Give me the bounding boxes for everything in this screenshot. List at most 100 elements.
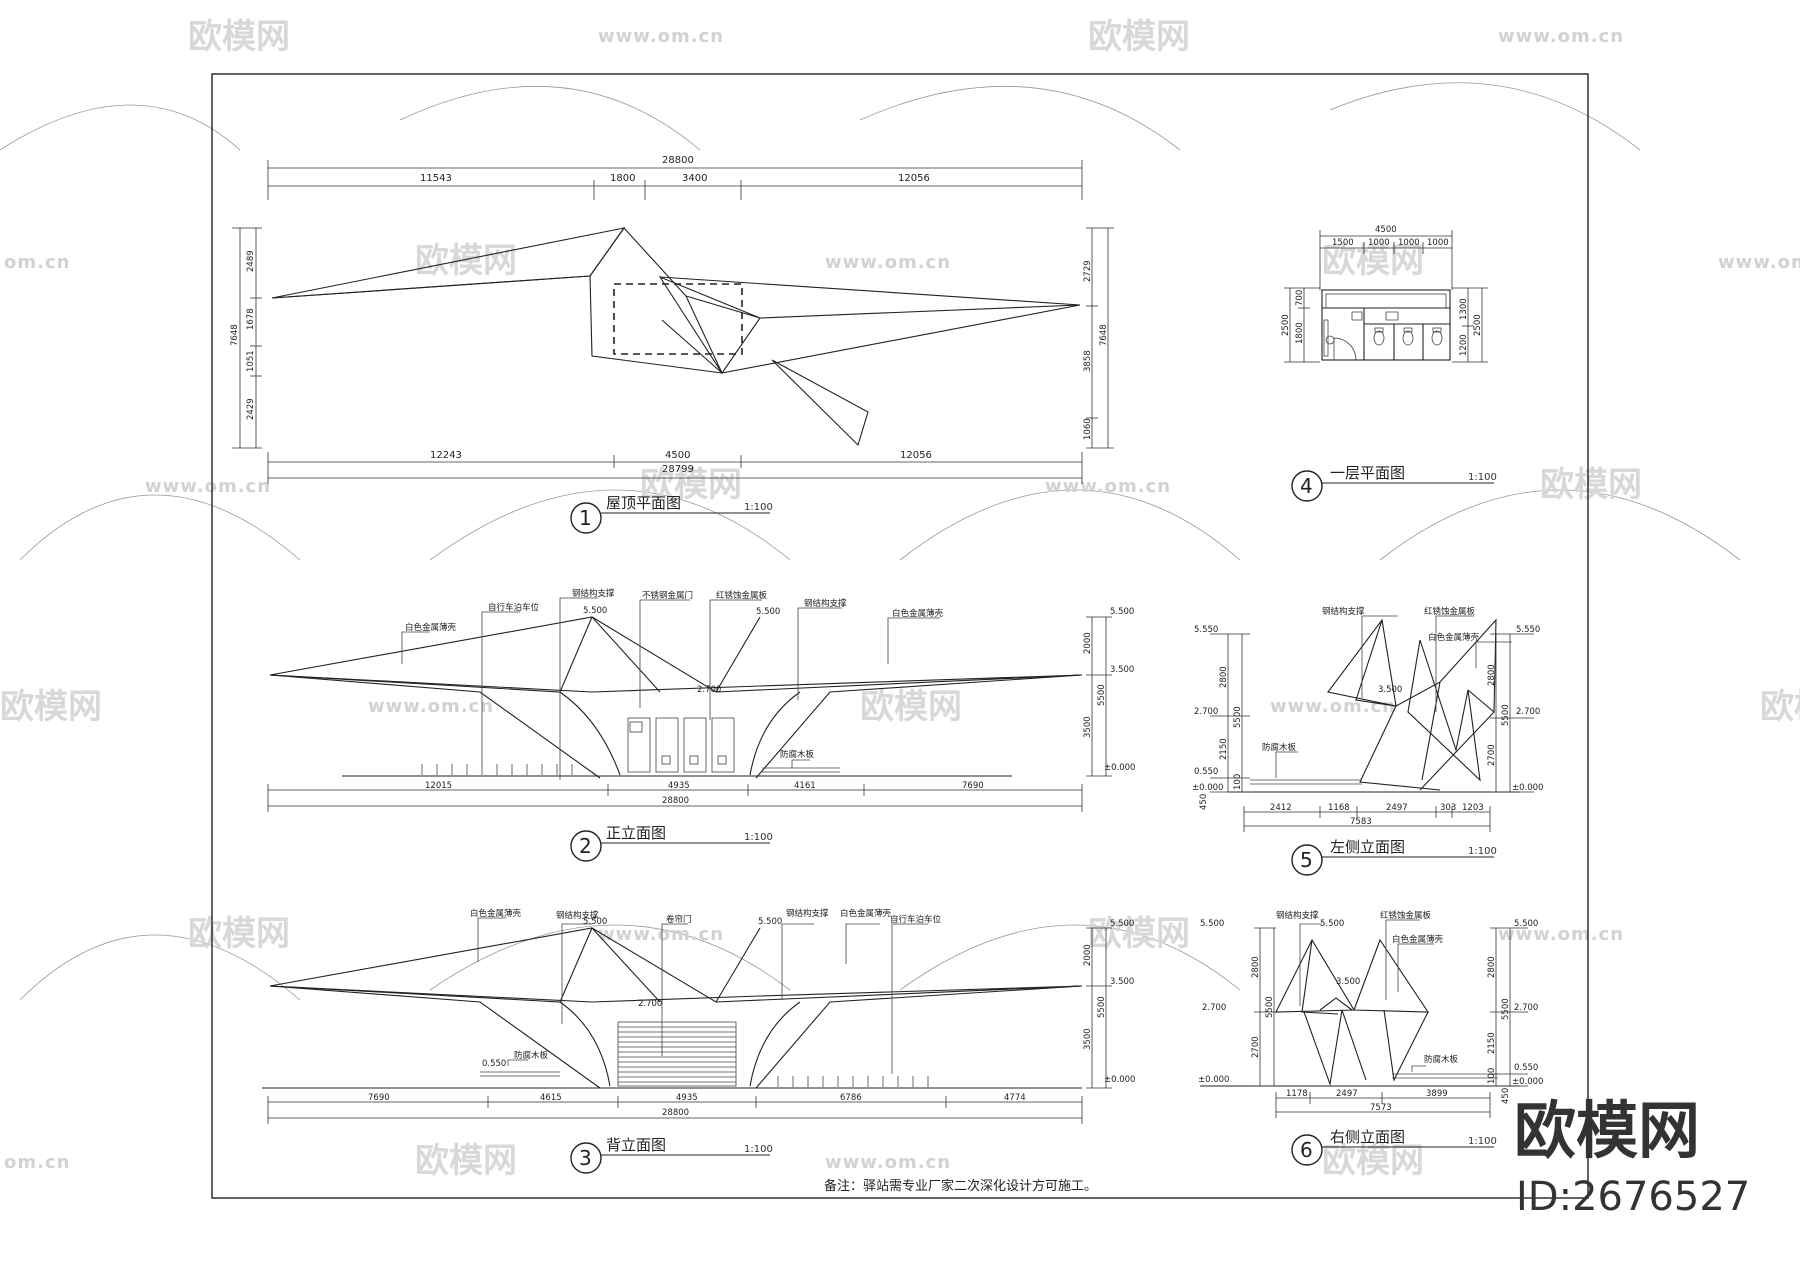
label-stainless-door: 不锈钢金属门 (642, 590, 693, 601)
watermarks: 欧模网 www.om.cn 欧模网 www.om.cn om.cn 欧模网 ww… (0, 17, 1800, 1181)
dim-bottom-seg: 4774 (1004, 1093, 1026, 1103)
level-mark: 3.500 (1336, 977, 1360, 987)
dim-bottom-seg: 1203 (1462, 803, 1484, 813)
dim-vertical: 5500 (1265, 996, 1275, 1018)
view-scale: 1:100 (744, 502, 773, 513)
view-title: 背立面图 (606, 1136, 666, 1154)
dim-vertical: 5500 (1501, 998, 1511, 1020)
dim-bottom-seg: 3899 (1426, 1089, 1448, 1099)
watermark-brand: 欧模网 (1540, 465, 1642, 505)
dim-bottom-seg: 6786 (840, 1093, 862, 1103)
front-elevation: 白色金属薄壳 自行车泊车位 钢结构支撑 不锈钢金属门 红锈蚀金属板 钢结构支撑 … (267, 588, 1135, 862)
level-mark: 5.500 (583, 917, 607, 927)
dim-bottom-seg: 2497 (1386, 803, 1408, 813)
watermark-url: www.om.cn (1498, 924, 1624, 945)
dim-right-seg: 1060 (1083, 418, 1093, 440)
dim-bottom-seg: 2412 (1270, 803, 1292, 813)
dim-left-seg: 1051 (246, 350, 256, 372)
watermark-brand: 欧模网 (415, 1141, 517, 1181)
view-scale: 1:100 (1468, 472, 1497, 483)
label-steel-support: 钢结构支撑 (556, 910, 599, 921)
dim-vertical: 2700 (1251, 1036, 1261, 1058)
level-mark: 5.500 (1514, 919, 1538, 929)
watermark-brand: 欧模网 (1088, 914, 1190, 954)
level-mark: ±0.000 (1512, 783, 1543, 793)
label-white-shell: 白色金属薄壳 (892, 608, 944, 619)
watermark-url: www.om.cn (825, 252, 951, 273)
level-mark: 3.500 (1110, 665, 1134, 675)
watermark-brand: 欧模网 (640, 465, 742, 505)
dim-bottom-seg: 4615 (540, 1093, 562, 1103)
watermark-brand: 欧模网 (1088, 17, 1190, 57)
view-number: 4 (1300, 474, 1313, 498)
dim-small: 450 (1199, 794, 1209, 810)
view-scale: 1:100 (1468, 846, 1497, 857)
dim-top-total: 4500 (1375, 225, 1397, 235)
level-mark: 5.500 (758, 917, 782, 927)
watermark-url: www.om.cn (598, 26, 724, 47)
dim-small: 450 (1501, 1088, 1511, 1104)
dim-right-seg: 3858 (1083, 350, 1093, 372)
brand-name: 欧模网 (1514, 1094, 1700, 1167)
dim-left-seg: 2429 (246, 398, 256, 420)
label-white-shell: 白色金属薄壳 (405, 622, 457, 633)
sheet-frame (211, 73, 1589, 1199)
label-bike-parking: 自行车泊车位 (890, 914, 942, 925)
dim-bottom-seg: 4935 (676, 1093, 698, 1103)
label-wood-board: 防腐木板 (780, 749, 815, 760)
dim-vertical: 100 (1487, 1068, 1497, 1084)
view-number: 1 (579, 506, 592, 530)
dim-bottom-total: 28800 (662, 1108, 689, 1118)
dim-right-total: 7648 (1099, 324, 1109, 346)
level-mark: 5.500 (1200, 919, 1224, 929)
dim-left-seg: 1800 (1295, 322, 1305, 344)
dim-bottom-total: 7583 (1350, 817, 1372, 827)
dim-vertical: 3500 (1083, 716, 1093, 738)
brand-id: ID:2676527 (1516, 1174, 1750, 1220)
view-number: 5 (1300, 848, 1313, 872)
dim-top-seg: 11543 (420, 173, 452, 184)
dim-bottom-seg: 4935 (668, 781, 690, 791)
dim-right-total: 2500 (1473, 314, 1483, 336)
dim-vertical: 5500 (1097, 996, 1107, 1018)
dim-bottom-seg: 7690 (368, 1093, 390, 1103)
level-mark: 2.700 (1194, 707, 1218, 717)
level-mark: 2.700 (697, 685, 721, 695)
dim-bottom-seg: 303 (1440, 803, 1456, 813)
label-white-shell: 白色金属薄壳 (470, 908, 522, 919)
level-mark: 5.500 (1320, 919, 1344, 929)
view-scale: 1:100 (1468, 1136, 1497, 1147)
level-mark: 2.700 (1516, 707, 1540, 717)
dim-top-seg: 1800 (610, 173, 635, 184)
label-wood-board: 防腐木板 (1262, 742, 1297, 753)
watermark-url: www.om.cn (1498, 26, 1624, 47)
dim-bottom-seg: 7690 (962, 781, 984, 791)
label-wood-board: 防腐木板 (1424, 1054, 1459, 1065)
dim-vertical: 2800 (1487, 956, 1497, 978)
label-rust-panel: 红锈蚀金属板 (716, 590, 768, 601)
dim-vertical: 5500 (1097, 684, 1107, 706)
dim-top-total: 28800 (662, 155, 694, 166)
watermark-url: www.om.cn (1045, 476, 1171, 497)
label-bike-parking: 自行车泊车位 (488, 602, 540, 613)
dim-left-seg: 700 (1295, 290, 1305, 306)
dim-vertical: 5500 (1233, 706, 1243, 728)
watermark-brand: 欧模网 (188, 17, 290, 57)
dim-vertical: 100 (1233, 774, 1243, 790)
watermark-url: om.cn (4, 252, 70, 273)
roof-plan: 28800 11543 1800 3400 12056 12243 4500 1… (230, 155, 1114, 534)
watermark-brand: 欧模网 (1322, 1141, 1424, 1181)
watermark-brand: 欧模网 (0, 687, 102, 727)
view-scale: 1:100 (744, 832, 773, 843)
left-side-elevation: 钢结构支撑 红锈蚀金属板 白色金属薄壳 防腐木板 2800 2150 5500 … (1192, 606, 1543, 876)
dim-vertical: 2800 (1251, 956, 1261, 978)
view-title: 屋顶平面图 (606, 494, 681, 512)
level-mark: 5.500 (1110, 607, 1134, 617)
watermark-url: www.om.cn (1718, 252, 1800, 273)
label-steel-support: 钢结构支撑 (1322, 606, 1365, 617)
dim-left-total: 7648 (230, 324, 240, 346)
dim-right-seg: 1300 (1459, 298, 1469, 320)
view-number: 6 (1300, 1138, 1313, 1162)
watermark-brand: 欧模网 (860, 687, 962, 727)
